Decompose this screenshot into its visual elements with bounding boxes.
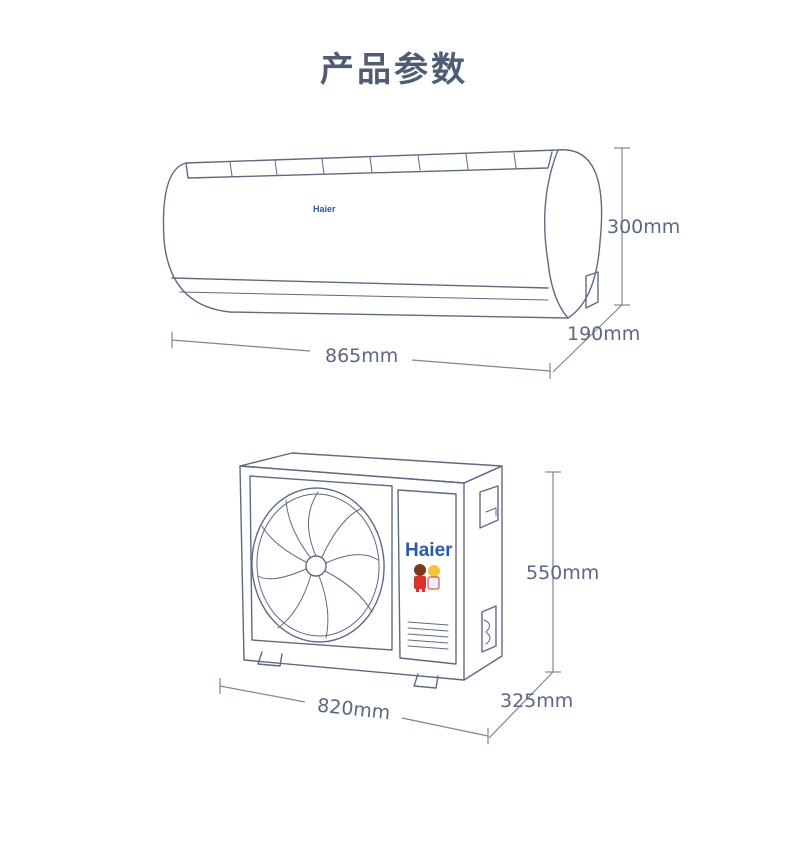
outdoor-width-label: 820mm xyxy=(316,695,391,725)
outdoor-brand-logo: Haier xyxy=(405,540,453,561)
indoor-depth-label: 190mm xyxy=(567,323,640,345)
outdoor-dimensions: 550mm 325mm 820mm xyxy=(219,471,599,744)
indoor-unit-top-grille xyxy=(185,151,553,179)
outdoor-fan-panel xyxy=(249,475,393,651)
indoor-unit-louver xyxy=(171,277,549,289)
indoor-brand-logo: Haier xyxy=(313,204,336,214)
outdoor-unit: Haier xyxy=(239,452,503,689)
outdoor-foot-left xyxy=(257,651,283,667)
brand-mascot-icon xyxy=(414,564,440,592)
outdoor-side-handle-top xyxy=(479,485,499,529)
indoor-width-label: 865mm xyxy=(325,345,398,367)
outdoor-depth-label: 325mm xyxy=(500,690,573,712)
indoor-unit-side-cap xyxy=(543,149,569,319)
indoor-height-label: 300mm xyxy=(607,216,680,238)
indoor-dimensions: 300mm 190mm 865mm xyxy=(171,147,680,379)
indoor-unit-side-vent xyxy=(585,271,599,309)
outdoor-control-panel xyxy=(397,489,457,665)
indoor-unit: Haier xyxy=(162,149,603,319)
outdoor-unit-side xyxy=(463,465,503,681)
outdoor-fan xyxy=(251,487,385,643)
outdoor-side-valve xyxy=(481,605,497,653)
page-title: 产品参数 xyxy=(320,50,468,90)
outdoor-height-label: 550mm xyxy=(526,562,599,584)
outdoor-vent-slits xyxy=(407,621,449,650)
outdoor-foot-right xyxy=(413,673,439,689)
